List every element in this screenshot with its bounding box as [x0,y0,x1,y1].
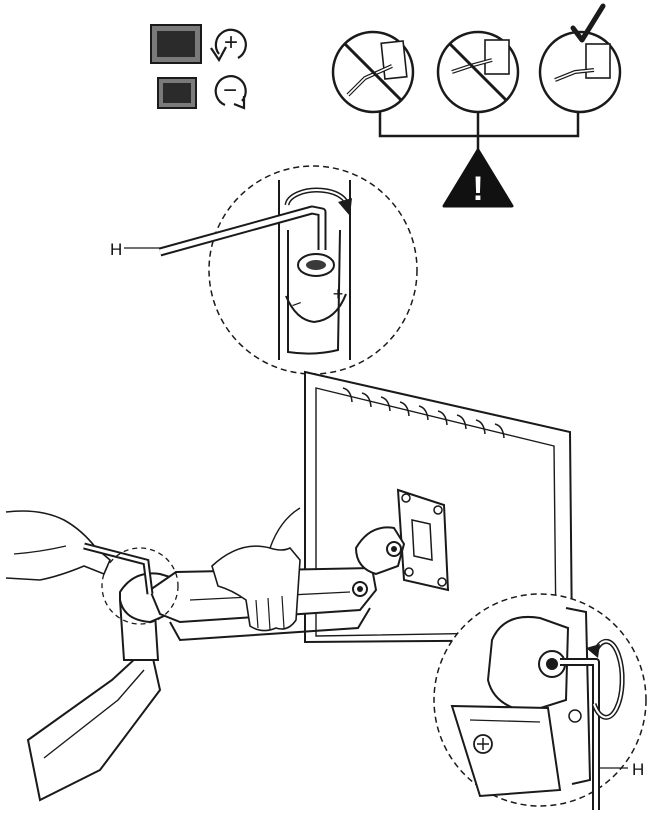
correct-balanced-example [538,3,622,114]
allen-key-tool [158,205,327,257]
prohibited-icon [448,42,508,102]
allen-key-callout-bottom: H [600,760,644,779]
balance-warning-panel: ! [331,3,622,208]
detail-circle-tilt [433,593,647,810]
checkmark-icon [570,3,606,43]
detail-circle-pivot: − + [158,165,418,375]
plus-mark: + [333,284,344,304]
monitor-vents [342,387,505,439]
heavy-monitor-icon [150,24,202,64]
allen-key-label: H [632,760,644,779]
wrong-droop-example [331,30,415,114]
warning-bracket [378,112,580,152]
light-monitor-icon [157,77,197,109]
hand-holding-arm [211,507,301,632]
hand-turning-key [5,510,154,595]
warning-symbol: ! [472,170,483,208]
detail-marker-base-pivot [101,547,179,625]
tension-legend: + − [150,24,247,110]
allen-key-label: H [110,240,122,259]
plus-symbol: + [224,29,238,56]
prohibited-icon [343,42,403,102]
rotate-clockwise-plus-icon: + [210,28,247,63]
rotate-counterclockwise-minus-icon: − [214,75,247,110]
minus-symbol: − [223,77,237,104]
allen-key-tool [560,658,600,810]
allen-key-callout-top: H [110,240,160,259]
warning-triangle-icon: ! [442,148,514,208]
wrong-rise-example [436,30,520,114]
vesa-mount-plate [396,488,450,592]
